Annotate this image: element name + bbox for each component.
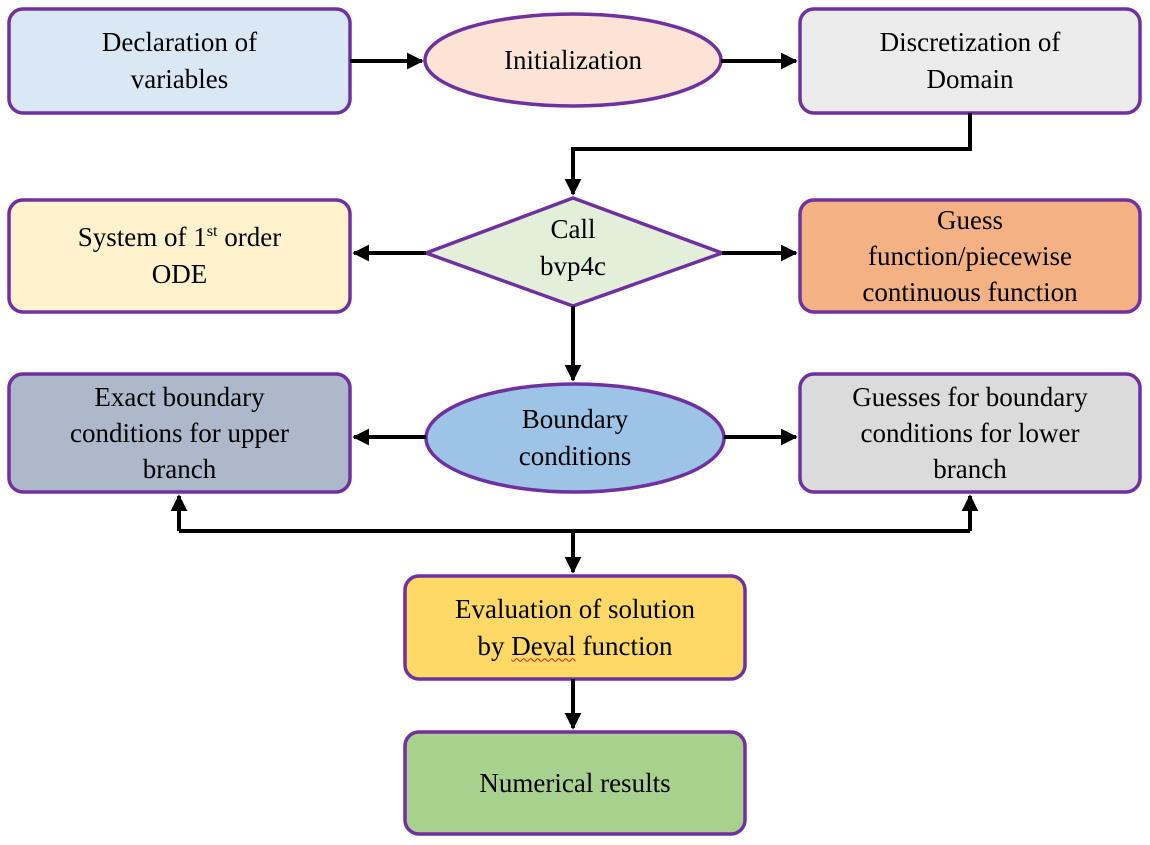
discretization-line1: Discretization of (879, 27, 1061, 58)
exact-bc-line1: Exact boundary (94, 381, 265, 412)
system-ode-box (7, 198, 352, 314)
numerical-results-label: Numerical results (405, 732, 745, 834)
arrow-discretization-to-call (564, 113, 972, 196)
boundary-conditions-label: Boundary conditions (428, 384, 722, 492)
evaluation-line2: by Deval function (477, 630, 673, 661)
evaluation-line1: Evaluation of solution (455, 593, 695, 624)
call-bvp4c-line2: bvp4c (540, 251, 606, 281)
deval-spellcheck-word: Deval (511, 630, 576, 661)
evaluation-label: Evaluation of solution by Deval function (405, 576, 745, 679)
guess-function-line1: Guess (936, 204, 1003, 235)
declaration-label: Declaration of variables (9, 9, 350, 113)
numerical-results-box (403, 730, 747, 836)
call-bvp4c-label: Call bvp4c (470, 198, 676, 298)
boundary-conditions-line2: conditions (518, 441, 632, 471)
exact-bc-box (7, 372, 352, 494)
declaration-line2: variables (130, 64, 229, 94)
guesses-bc-line1: Guesses for boundary (852, 381, 1088, 412)
exact-bc-line2: conditions for upper (70, 417, 289, 448)
exact-bc-label: Exact boundary conditions for upper bran… (9, 374, 350, 492)
guess-function-line2: function/piecewise (868, 240, 1072, 271)
initialization-text: Initialization (504, 44, 642, 75)
boundary-conditions-line1: Boundary (521, 404, 629, 435)
system-ode-line1: System of 1st order (77, 222, 282, 253)
call-bvp4c-line1: Call (550, 214, 596, 245)
numerical-results-text: Numerical results (479, 767, 671, 798)
guess-function-label: Guess function/piecewise continuous func… (800, 200, 1140, 312)
exact-bc-line3: branch (142, 454, 217, 485)
guesses-bc-label: Guesses for boundary conditions for lowe… (800, 374, 1140, 492)
guesses-bc-box (798, 372, 1142, 494)
discretization-line2: Domain (926, 64, 1014, 94)
guess-function-box (798, 198, 1142, 314)
discretization-label: Discretization of Domain (800, 9, 1140, 113)
guess-function-line3: continuous function (862, 277, 1078, 308)
guesses-bc-line3: branch (933, 454, 1007, 485)
system-ode-line2: ODE (151, 259, 208, 289)
system-ode-label: System of 1st order ODE (9, 200, 350, 312)
declaration-line1: Declaration of (101, 27, 258, 58)
initialization-label: Initialization (425, 14, 721, 106)
guesses-bc-line2: conditions for lower (860, 417, 1080, 448)
